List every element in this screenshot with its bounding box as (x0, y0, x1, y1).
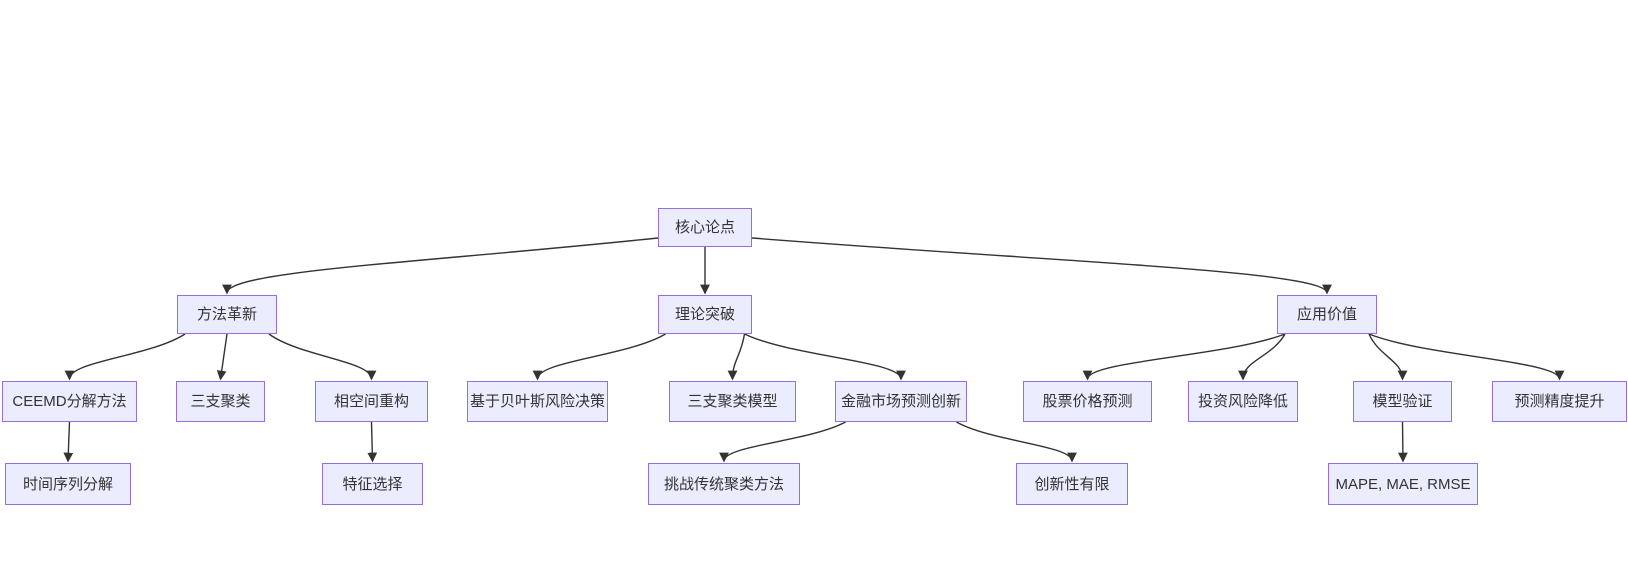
edge-application-stock (1082, 333, 1286, 381)
edge-finance-challenge (719, 421, 846, 463)
node-limited: 创新性有限 (1016, 463, 1128, 505)
edge-application-accuracy (1368, 333, 1565, 381)
node-risk: 投资风险降低 (1188, 381, 1298, 422)
node-label: MAPE, MAE, RMSE (1335, 475, 1471, 493)
edge-validation-metrics (1397, 421, 1408, 463)
node-label: 应用价值 (1296, 306, 1357, 323)
node-label: 相空间重构 (333, 393, 409, 410)
node-label: 核心论点 (674, 219, 735, 236)
node-validation: 模型验证 (1353, 381, 1452, 422)
edge-finance-limited (956, 421, 1077, 463)
edge-method-threeway (216, 333, 228, 381)
node-label: 方法革新 (196, 306, 257, 323)
edge-theory-bayes (532, 333, 666, 381)
node-core: 核心论点 (658, 208, 752, 247)
edge-ceemd-timeseries (63, 421, 74, 463)
node-method: 方法革新 (177, 295, 277, 334)
edge-method-ceemd (64, 333, 186, 381)
node-phasespace: 相空间重构 (315, 381, 428, 422)
node-label: 预测精度提升 (1514, 393, 1605, 410)
node-threewaymodel: 三支聚类模型 (669, 381, 796, 422)
edge-core-application (751, 237, 1332, 295)
edge-theory-threewaymodel (727, 333, 746, 381)
node-threeway: 三支聚类 (176, 381, 265, 422)
node-label: 挑战传统聚类方法 (663, 475, 784, 493)
node-label: 三支聚类模型 (687, 393, 778, 410)
node-feature: 特征选择 (322, 463, 423, 505)
node-label: CEEMD分解方法 (12, 393, 127, 410)
edge-phasespace-feature (367, 421, 378, 463)
node-label: 基于贝叶斯风险决策 (469, 393, 605, 410)
node-timeseries: 时间序列分解 (5, 463, 131, 505)
node-label: 投资风险降低 (1197, 393, 1288, 410)
node-application: 应用价值 (1277, 295, 1377, 334)
node-label: 模型验证 (1372, 393, 1433, 410)
node-metrics: MAPE, MAE, RMSE (1328, 463, 1478, 505)
edge-application-risk (1238, 333, 1286, 381)
node-challenge: 挑战传统聚类方法 (648, 463, 800, 505)
node-finance: 金融市场预测创新 (835, 381, 967, 422)
node-accuracy: 预测精度提升 (1492, 381, 1627, 422)
node-label: 股票价格预测 (1042, 393, 1133, 410)
node-ceemd: CEEMD分解方法 (2, 381, 137, 422)
node-label: 金融市场预测创新 (840, 393, 961, 410)
node-label: 三支聚类 (190, 393, 251, 410)
node-theory: 理论突破 (658, 295, 752, 334)
edge-core-method (222, 237, 659, 295)
edge-application-validation (1368, 333, 1408, 381)
node-label: 时间序列分解 (22, 475, 113, 493)
node-bayes: 基于贝叶斯风险决策 (467, 381, 608, 422)
edge-theory-finance (744, 333, 906, 381)
edge-method-phasespace (268, 333, 377, 381)
node-stock: 股票价格预测 (1023, 381, 1152, 422)
node-label: 创新性有限 (1034, 475, 1110, 493)
node-label: 特征选择 (342, 475, 403, 493)
node-label: 理论突破 (674, 306, 735, 323)
